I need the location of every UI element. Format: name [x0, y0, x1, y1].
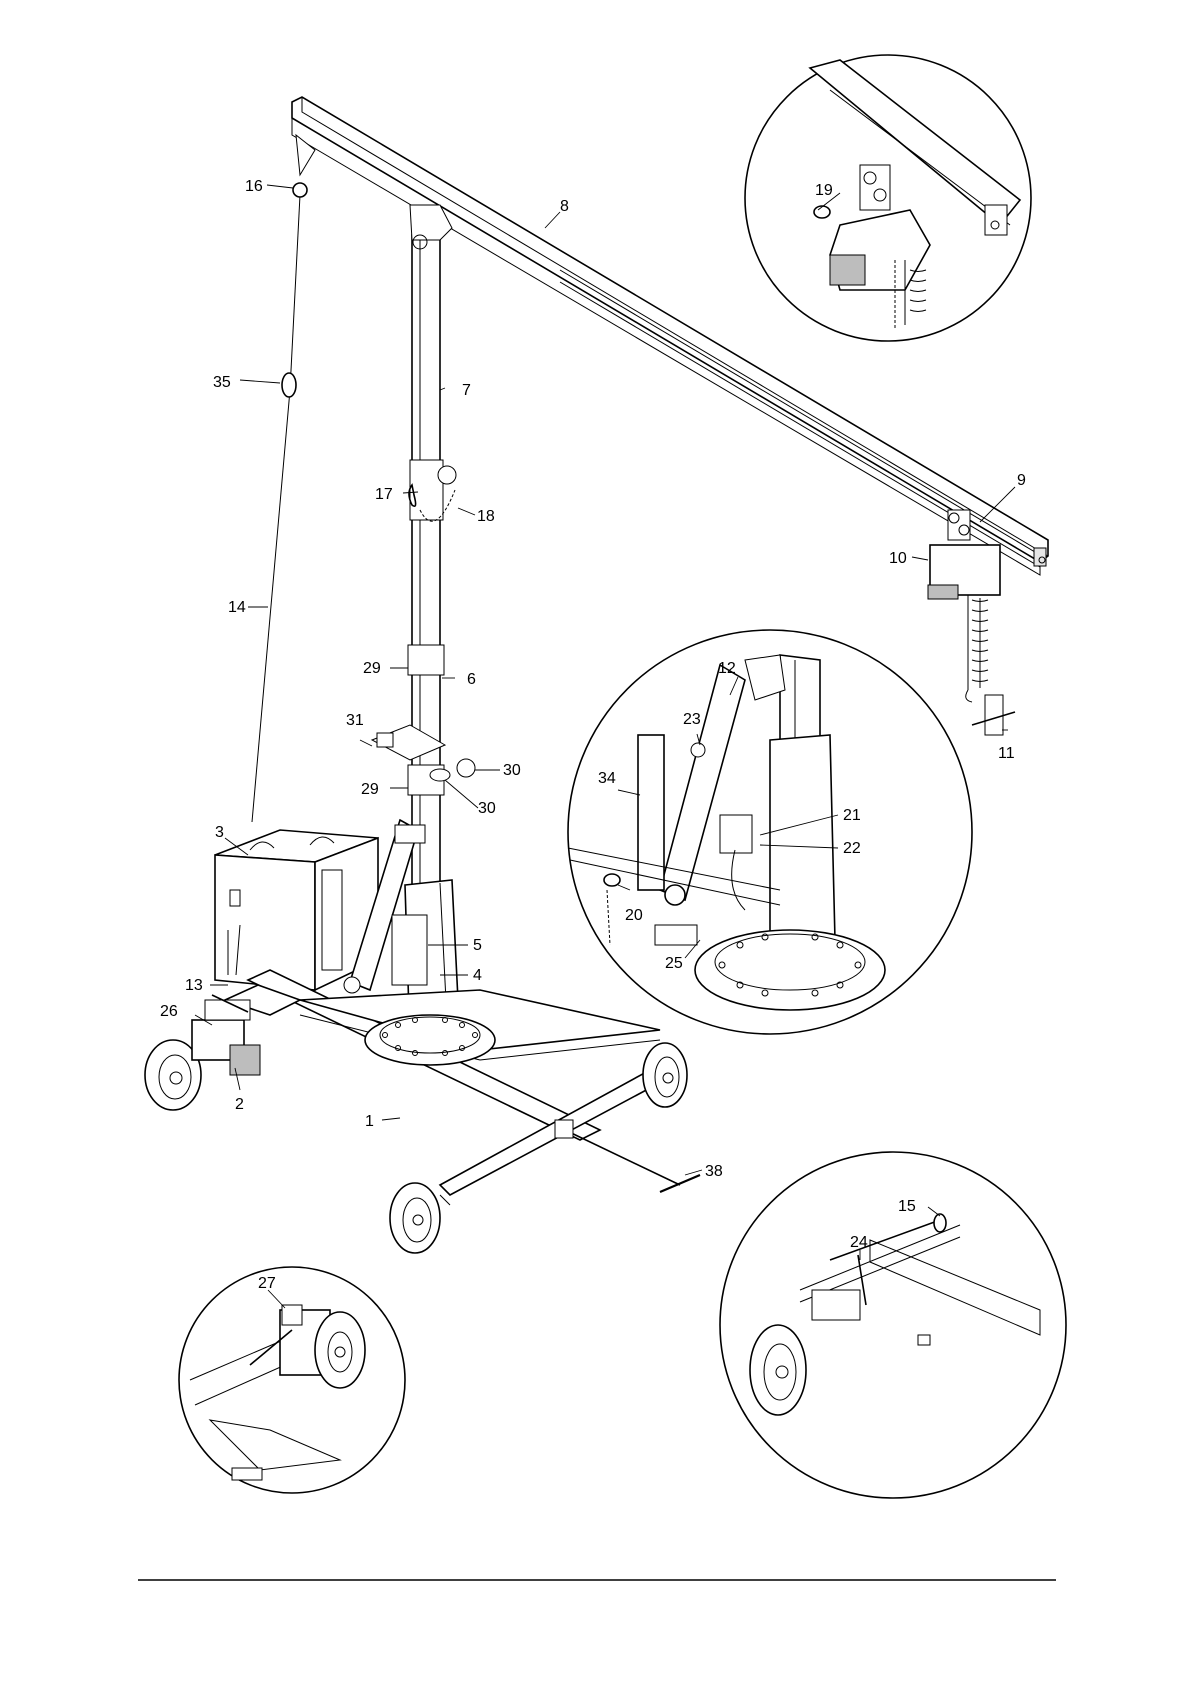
callout-3: 3: [215, 824, 224, 841]
callout-17: 17: [375, 486, 393, 503]
drive-unit: [192, 995, 260, 1075]
callout-7: 7: [462, 382, 471, 399]
callout-23: 23: [683, 711, 701, 728]
callout-34: 34: [598, 770, 616, 787]
callout-24: 24: [850, 1234, 868, 1251]
chassis-frame: [225, 970, 700, 1205]
callout-4: 4: [473, 967, 482, 984]
callout-13: 13: [185, 977, 203, 994]
stay-wire: [252, 183, 307, 822]
callout-15: 15: [898, 1198, 916, 1215]
callout-18: 18: [477, 508, 495, 525]
callout-30-lower: 30: [478, 800, 496, 817]
callout-38: 38: [705, 1163, 723, 1180]
detail-circle-brake: [179, 1267, 405, 1493]
callout-16: 16: [245, 178, 263, 195]
counterweight-box: [215, 830, 378, 990]
callout-11: 11: [998, 745, 1015, 762]
callout-29-upper: 29: [363, 660, 381, 677]
callout-25: 25: [665, 955, 683, 972]
wheel-front: [390, 1183, 440, 1253]
callout-10: 10: [889, 550, 907, 567]
callout-19: 19: [815, 182, 833, 199]
callout-8: 8: [560, 198, 569, 215]
hoist-trolley: [928, 510, 1015, 735]
callout-5: 5: [473, 937, 482, 954]
callout-27: 27: [258, 1275, 276, 1292]
callout-21: 21: [843, 807, 861, 824]
detail-circle-towbar: [720, 1152, 1066, 1498]
callout-20: 20: [625, 907, 643, 924]
callout-35: 35: [213, 374, 231, 391]
wheel-right: [643, 1043, 687, 1107]
callout-29-lower: 29: [361, 781, 379, 798]
callout-2: 2: [235, 1096, 244, 1113]
callout-12: 12: [718, 660, 736, 677]
callout-31: 31: [346, 712, 364, 729]
callout-22: 22: [843, 840, 861, 857]
callout-14: 14: [228, 599, 246, 616]
callout-9: 9: [1017, 472, 1026, 489]
callout-26: 26: [160, 1003, 178, 1020]
callout-30-upper: 30: [503, 762, 521, 779]
detail-circle-trolley: [745, 55, 1031, 341]
callout-6: 6: [467, 671, 476, 688]
callout-1: 1: [365, 1113, 374, 1130]
